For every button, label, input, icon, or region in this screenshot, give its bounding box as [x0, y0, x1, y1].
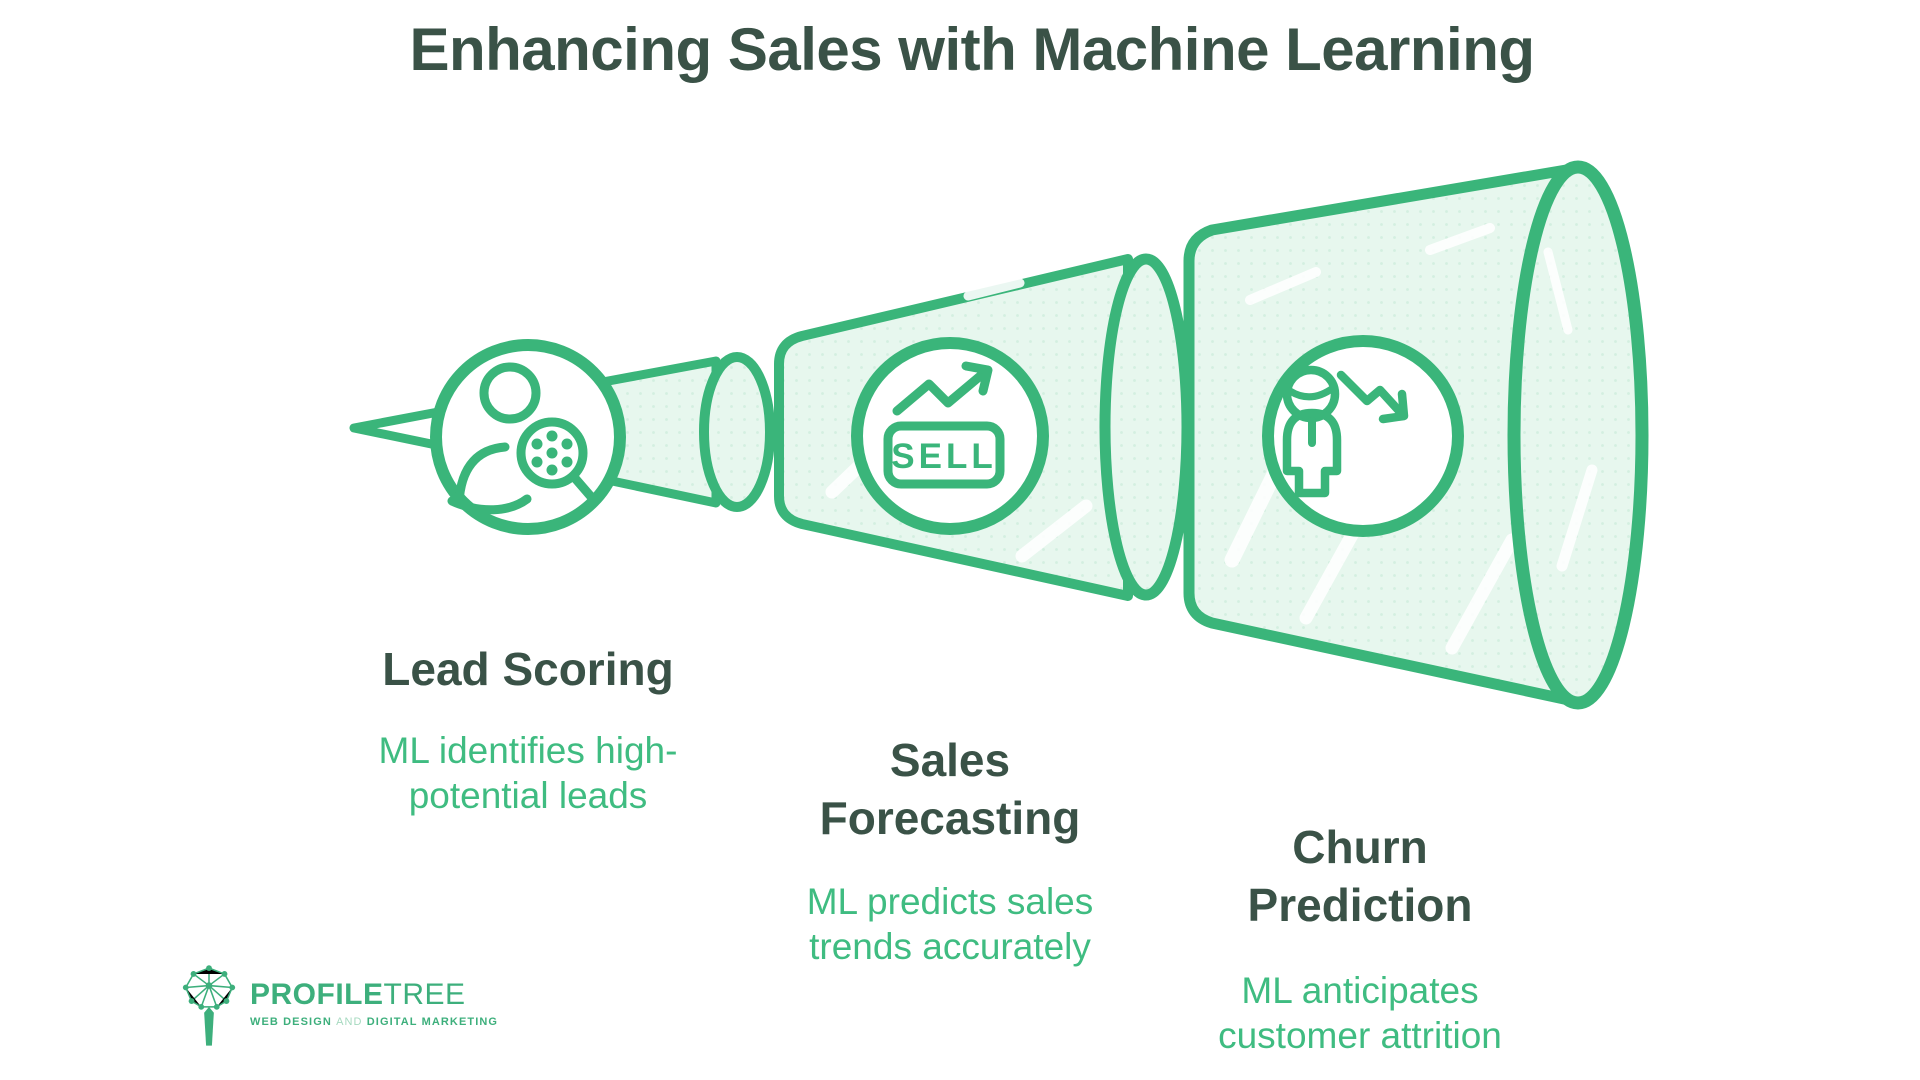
tagline-web-design: WEB DESIGN [250, 1015, 332, 1028]
stage-desc-lead-scoring: ML identifies high- potential leads [378, 730, 678, 816]
logo-tagline: WEB DESIGN AND DIGITAL MARKETING [250, 1015, 498, 1029]
stage-circle-lead-scoring [430, 339, 626, 535]
brand-name-light: TREE [383, 977, 466, 1011]
stage-circle-sales-forecasting: SELL [851, 337, 1049, 535]
funnel-ring-small [699, 352, 775, 512]
sell-trend-icon: SELL [883, 361, 1005, 489]
tagline-and: AND [336, 1015, 363, 1028]
page-title: Enhancing Sales with Machine Learning [409, 16, 1535, 83]
churn-circle-frame [1262, 335, 1464, 537]
funnel-ring-large [1099, 253, 1193, 601]
profiletree-logo: PROFILETREE WEB DESIGN AND DIGITAL MARKE… [178, 956, 498, 1050]
brand-name-bold: PROFILE [250, 977, 384, 1011]
texture-streaks-opening [1543, 247, 1598, 572]
tagline-digital-marketing: DIGITAL MARKETING [366, 1015, 499, 1028]
stage-heading-sales-forecasting: Sales Forecasting [819, 734, 1081, 844]
brand-name: PROFILETREE [250, 978, 498, 1012]
sell-label: SELL [891, 437, 996, 476]
stage-desc-churn-prediction: ML anticipates customer attrition [1218, 970, 1502, 1056]
stage-circle-churn-prediction [1262, 335, 1464, 537]
funnel-opening [1507, 160, 1649, 710]
stage-heading-lead-scoring: Lead Scoring [382, 643, 674, 695]
person-decline-icon [1282, 365, 1409, 498]
stage-desc-sales-forecasting: ML predicts sales trends accurately [806, 881, 1094, 967]
logo-text: PROFILETREE WEB DESIGN AND DIGITAL MARKE… [250, 978, 498, 1029]
tree-network-icon [182, 965, 236, 1046]
magnifier-dots [531, 430, 573, 476]
stage-heading-churn-prediction: Churn Prediction [1247, 821, 1473, 931]
person-magnifier-icon [447, 362, 598, 515]
